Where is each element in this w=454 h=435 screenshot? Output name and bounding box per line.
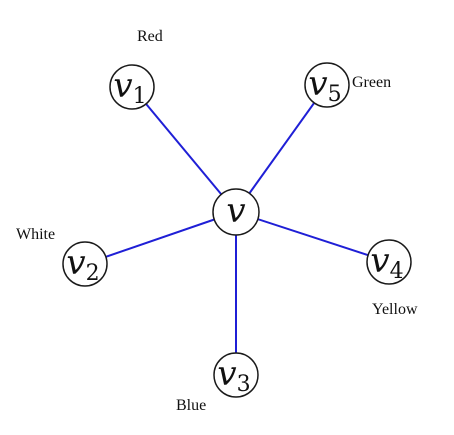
color-label-v5: Green [352, 74, 391, 91]
node-v5: v5 [304, 62, 350, 108]
node-v1-circle [109, 64, 155, 110]
node-v5-circle [304, 62, 350, 108]
node-v: v [212, 188, 260, 236]
node-v5-label: v5 [308, 64, 341, 107]
color-labels: Red White Blue Yellow Green [16, 28, 418, 414]
node-v2: v2 [62, 241, 108, 287]
edges-group [84, 84, 390, 375]
node-v2-circle [62, 241, 108, 287]
node-v4: v4 [366, 239, 412, 285]
node-v2-label: v2 [66, 243, 99, 286]
node-v-label: v [226, 191, 245, 231]
edge-v-v1 [131, 86, 237, 213]
node-v1: v1 [109, 64, 155, 110]
color-label-v4: Yellow [372, 301, 418, 318]
color-label-v2: White [16, 226, 55, 243]
node-v4-circle [366, 239, 412, 285]
color-label-v3: Blue [176, 397, 206, 414]
node-v1-label: v1 [113, 66, 146, 109]
color-label-v1: Red [137, 28, 163, 45]
edge-v-v5 [235, 84, 328, 213]
node-v-circle [212, 188, 260, 236]
node-v3-circle [213, 352, 259, 398]
edge-v-v4 [235, 211, 390, 263]
node-v3: v3 [213, 352, 259, 398]
edge-v-v2 [84, 211, 237, 265]
node-v3-label: v3 [217, 354, 250, 397]
node-v4-label: v4 [370, 241, 403, 284]
